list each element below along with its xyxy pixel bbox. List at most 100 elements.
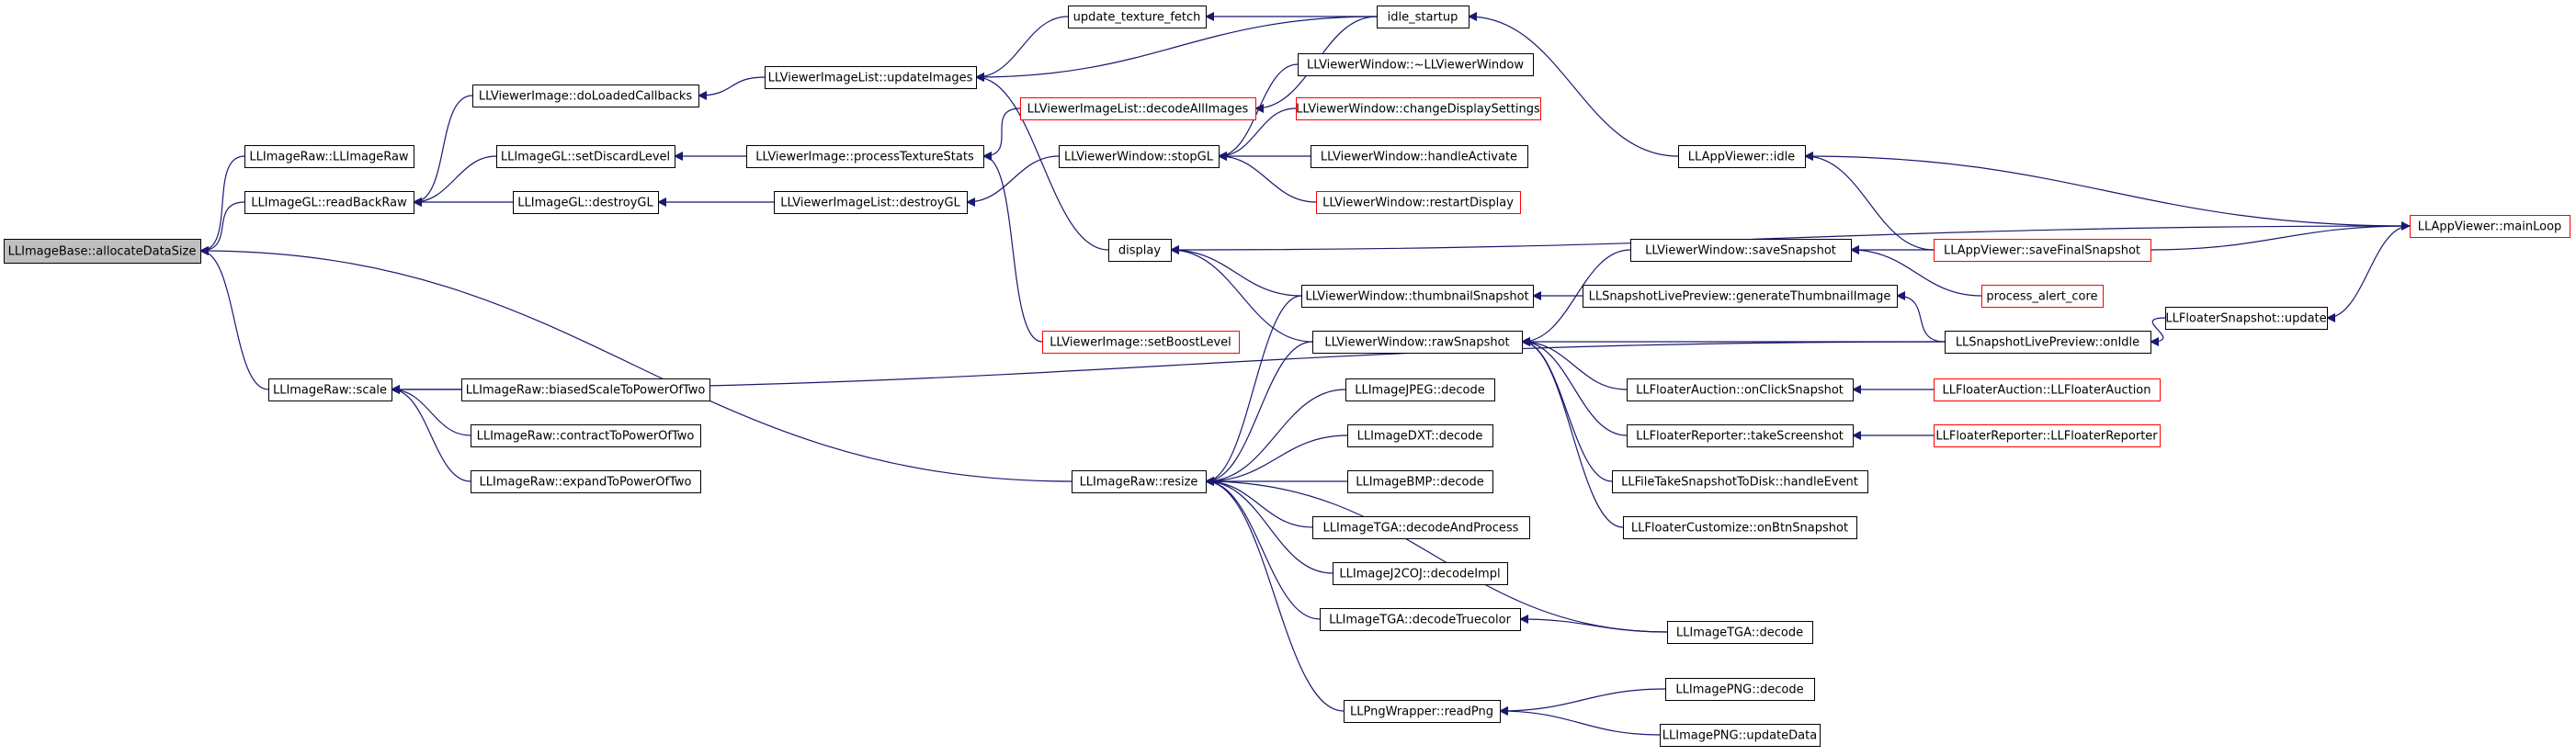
node-updateimages[interactable]: LLViewerImageList::updateImages [765, 66, 977, 89]
node-rawsnap[interactable]: LLViewerWindow::rawSnapshot [1312, 331, 1523, 354]
node-j2c[interactable]: LLImageJ2COJ::decodeImpl [1333, 562, 1508, 585]
node-tga-dp[interactable]: LLImageTGA::decodeAndProcess [1312, 516, 1530, 539]
edge-savefinal-to-appidle [1804, 152, 1935, 251]
node-handleact[interactable]: LLViewerWindow::handleActivate [1311, 145, 1528, 168]
node-reporter-take[interactable]: LLFloaterReporter::takeScreenshot [1627, 424, 1854, 447]
node-destroygl-list[interactable]: LLViewerImageList::destroyGL [774, 191, 968, 214]
edge-alertcore-to-savesnap [1850, 245, 1982, 297]
node-dxt[interactable]: LLImageDXT::decode [1347, 424, 1493, 447]
node-box [1296, 97, 1541, 120]
node-label: LLImageRaw::LLImageRaw [249, 151, 409, 164]
node-decodeall[interactable]: LLViewerImageList::decodeAllImages [1020, 97, 1256, 120]
node-box [244, 191, 414, 214]
edge-setdiscard-to-readbackraw [413, 155, 497, 207]
node-setdiscard[interactable]: LLImageGL::setDiscardLevel [496, 145, 675, 168]
node-label: LLFloaterReporter::LLFloaterReporter [1935, 430, 2158, 444]
node-label: LLImageRaw::biasedScaleToPowerOfTwo [466, 384, 706, 398]
node-label: LLFloaterAuction::LLFloaterAuction [1943, 384, 2151, 398]
node-label: display [1118, 244, 1161, 258]
node-customize[interactable]: LLFloaterCustomize::onBtnSnapshot [1623, 516, 1857, 539]
node-box [1665, 678, 1815, 701]
node-reporter-ctor[interactable]: LLFloaterReporter::LLFloaterReporter [1934, 424, 2161, 447]
node-box [1630, 239, 1852, 262]
node-box [513, 191, 659, 214]
node-label: LLImageGL::destroyGL [517, 197, 653, 210]
node-box [496, 145, 675, 168]
node-destroygl[interactable]: LLImageGL::destroyGL [513, 191, 659, 214]
node-auction-ctor[interactable]: LLFloaterAuction::LLFloaterAuction [1934, 378, 2161, 401]
node-root: LLImageBase::allocateDataSize [4, 239, 201, 264]
node-readbackraw[interactable]: LLImageGL::readBackRaw [244, 191, 414, 214]
edge-updateimages-to-doloaded [698, 76, 766, 100]
node-scale[interactable]: LLImageRaw::scale [268, 378, 392, 401]
node-label: LLImageRaw::contractToPowerOfTwo [477, 430, 695, 444]
node-doloaded[interactable]: LLViewerImage::doLoadedCallbacks [472, 85, 699, 107]
node-setboost[interactable]: LLViewerImage::setBoostLevel [1042, 331, 1240, 354]
node-label: LLViewerWindow::stopGL [1064, 151, 1214, 164]
edge-readpng-to-resize [1205, 477, 1345, 712]
node-mainloop[interactable]: LLAppViewer::mainLoop [2410, 215, 2570, 238]
node-appidle[interactable]: LLAppViewer::idle [1678, 145, 1806, 168]
node-box [2410, 215, 2570, 238]
node-stopgl[interactable]: LLViewerWindow::stopGL [1059, 145, 1220, 168]
node-png-decode[interactable]: LLImagePNG::decode [1665, 678, 1815, 701]
edge-rawsnap-to-display [1170, 245, 1313, 343]
node-label: LLViewerImageList::decodeAllImages [1027, 103, 1249, 117]
node-label: LLImageTGA::decodeAndProcess [1323, 522, 1519, 536]
edge-tga-decode-to-resize [1205, 477, 1668, 633]
node-box [1667, 621, 1813, 644]
node-label: LLViewerImage::setBoostLevel [1050, 336, 1231, 350]
node-filetake[interactable]: LLFileTakeSnapshotToDisk::handleEvent [1612, 470, 1868, 493]
node-idle-startup[interactable]: idle_startup [1377, 6, 1470, 28]
node-png-update[interactable]: LLImagePNG::updateData [1660, 724, 1821, 747]
node-vw-dtor[interactable]: LLViewerWindow::~LLViewerWindow [1298, 53, 1534, 76]
node-updatetex[interactable]: update_texture_fetch [1068, 6, 1207, 28]
node-thumb[interactable]: LLViewerWindow::thumbnailSnapshot [1301, 285, 1534, 308]
node-label: LLImageRaw::scale [273, 384, 387, 398]
node-savefinal[interactable]: LLAppViewer::saveFinalSnapshot [1934, 239, 2151, 262]
node-expand[interactable]: LLImageRaw::expandToPowerOfTwo [471, 470, 701, 493]
node-box [472, 85, 699, 107]
node-box [746, 145, 984, 168]
edge-j2c-to-resize [1205, 477, 1333, 574]
node-tga-decode[interactable]: LLImageTGA::decode [1667, 621, 1813, 644]
edge-changedisp-to-stopgl [1218, 107, 1297, 161]
node-box [1627, 378, 1854, 401]
edge-mainloop-to-display [1170, 225, 2411, 254]
node-label: LLImageTGA::decodeTruecolor [1329, 614, 1512, 627]
edge-reporter-take-to-rawsnap [1521, 337, 1628, 436]
node-biased[interactable]: LLImageRaw::biasedScaleToPowerOfTwo [461, 378, 710, 401]
node-label: LLAppViewer::idle [1688, 151, 1795, 164]
node-label: LLViewerWindow::changeDisplaySettings [1296, 103, 1540, 117]
node-label: LLImageJ2COJ::decodeImpl [1339, 568, 1500, 581]
node-restartdisp[interactable]: LLViewerWindow::restartDisplay [1316, 191, 1521, 214]
node-jpeg[interactable]: LLImageJPEG::decode [1345, 378, 1495, 401]
edge-snapupdate-to-onidle [2150, 317, 2166, 346]
node-box [1042, 331, 1240, 354]
node-label: LLAppViewer::saveFinalSnapshot [1944, 244, 2140, 258]
node-auction-click[interactable]: LLFloaterAuction::onClickSnapshot [1627, 378, 1854, 401]
edge-mainloop-to-snapupdate [2326, 225, 2411, 322]
node-label: LLImageBase::allocateDataSize [8, 245, 197, 259]
node-processtex[interactable]: LLViewerImage::processTextureStats [746, 145, 984, 168]
node-readpng[interactable]: LLPngWrapper::readPng [1344, 700, 1501, 723]
node-box [1344, 700, 1501, 723]
node-genthumb[interactable]: LLSnapshotLivePreview::generateThumbnail… [1583, 285, 1898, 308]
node-contract[interactable]: LLImageRaw::contractToPowerOfTwo [471, 424, 701, 447]
node-llimageraw-ctor[interactable]: LLImageRaw::LLImageRaw [244, 145, 414, 168]
node-onidle[interactable]: LLSnapshotLivePreview::onIdle [1945, 331, 2151, 354]
node-display[interactable]: display [1108, 239, 1172, 262]
edge-jpeg-to-resize [1205, 389, 1346, 486]
node-box [1660, 724, 1821, 747]
node-changedisp[interactable]: LLViewerWindow::changeDisplaySettings [1296, 97, 1541, 120]
node-alertcore[interactable]: process_alert_core [1981, 285, 2104, 308]
node-resize[interactable]: LLImageRaw::resize [1072, 470, 1207, 493]
node-snapupdate[interactable]: LLFloaterSnapshot::update [2165, 307, 2328, 330]
node-label: LLFloaterCustomize::onBtnSnapshot [1631, 522, 1848, 536]
node-savesnap[interactable]: LLViewerWindow::saveSnapshot [1630, 239, 1852, 262]
node-label: update_texture_fetch [1073, 11, 1201, 25]
node-tga-tc[interactable]: LLImageTGA::decodeTruecolor [1320, 608, 1521, 631]
node-bmp[interactable]: LLImageBMP::decode [1347, 470, 1493, 493]
node-box [471, 470, 701, 493]
node-label: LLSnapshotLivePreview::generateThumbnail… [1589, 290, 1891, 304]
